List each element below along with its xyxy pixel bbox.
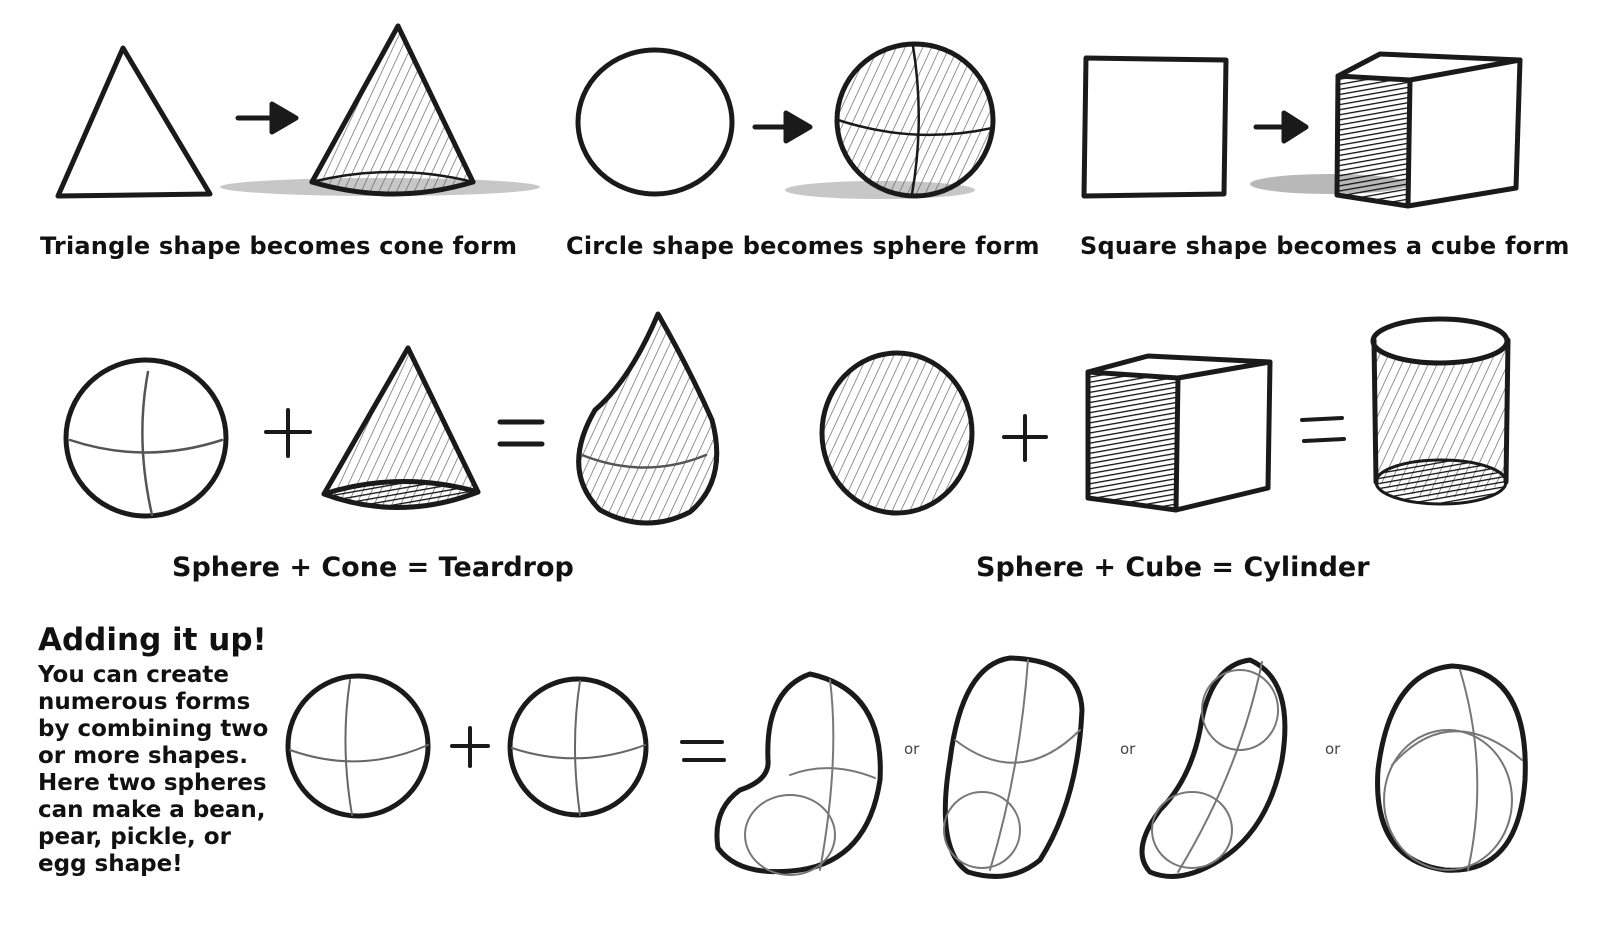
sphere-form (785, 41, 996, 199)
bean-form (714, 671, 883, 876)
arrow-icon (235, 101, 299, 135)
equals-icon (497, 419, 545, 447)
caption-cone: Triangle shape becomes cone form (40, 232, 518, 260)
caption-sphere: Circle shape becomes sphere form (566, 232, 1040, 260)
caption-cube: Square shape becomes a cube form (1080, 232, 1570, 260)
square-shape (1081, 55, 1229, 199)
equals-icon (680, 740, 726, 762)
shaded-sphere (819, 350, 975, 516)
triangle-shape (55, 45, 213, 199)
sphere-outline (507, 676, 649, 818)
plus-icon (450, 726, 490, 768)
or-label: or (1325, 740, 1341, 758)
sphere-outline (63, 357, 229, 519)
adding-body: You can create numerous forms by combini… (38, 662, 269, 877)
or-label: or (1120, 740, 1136, 758)
pickle-form (1139, 657, 1288, 879)
pear-form (942, 655, 1085, 879)
egg-form (1375, 663, 1528, 873)
cone-form (220, 23, 540, 197)
caption-teardrop: Sphere + Cone = Teardrop (172, 552, 574, 583)
arrow-icon (1253, 110, 1309, 144)
caption-cylinder: Sphere + Cube = Cylinder (976, 552, 1370, 583)
cone-outline (321, 345, 481, 510)
equals-icon (1300, 416, 1346, 443)
plus-icon (264, 408, 312, 458)
plus-icon (1002, 414, 1048, 462)
or-label: or (904, 740, 920, 758)
circle-shape (575, 47, 735, 197)
cube-form (1250, 51, 1523, 209)
teardrop-form (576, 311, 720, 526)
sphere-outline (285, 673, 431, 819)
arrow-icon (752, 110, 813, 144)
cylinder-form (1370, 316, 1511, 506)
shaded-cube (1085, 353, 1273, 513)
adding-heading: Adding it up! (38, 622, 267, 658)
